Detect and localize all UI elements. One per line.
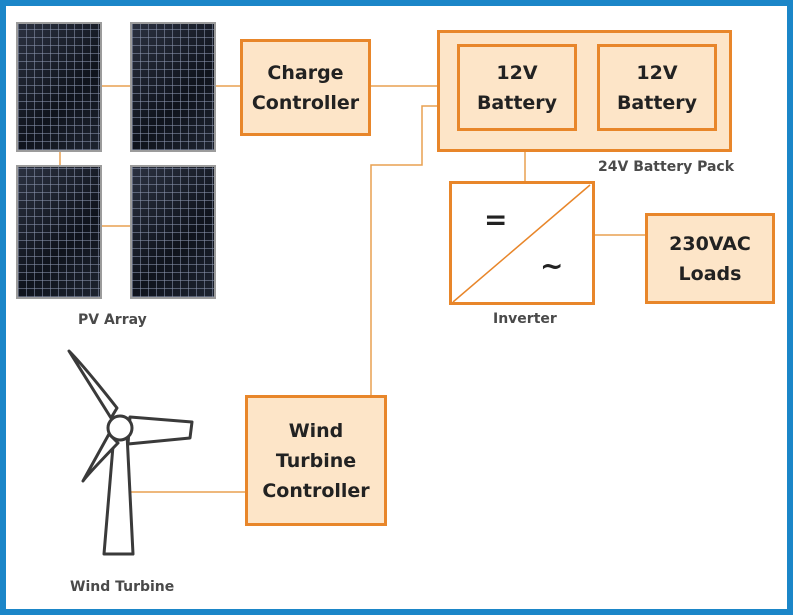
wind-controller-line2: Turbine xyxy=(275,449,357,472)
wind-controller-line1: Wind xyxy=(288,419,344,442)
battery-2-box: 12V Battery xyxy=(597,44,717,131)
charge-controller-box: Charge Controller xyxy=(240,39,371,136)
battery-2-line1: 12V xyxy=(636,61,678,84)
solar-panel-icon xyxy=(130,165,216,299)
battery-1-line2: Battery xyxy=(476,91,558,114)
wind-controller-box: Wind Turbine Controller xyxy=(245,395,387,526)
solar-panel-icon xyxy=(16,22,102,152)
solar-panel-icon xyxy=(16,165,102,299)
loads-line1: 230VAC xyxy=(669,232,751,255)
battery-1-line1: 12V xyxy=(496,61,538,84)
charge-controller-line2: Controller xyxy=(251,91,360,114)
wind-to-battery-wire xyxy=(370,105,460,397)
wind-turbine-label: Wind Turbine xyxy=(70,579,175,595)
battery-1-box: 12V Battery xyxy=(457,44,577,131)
inverter-ac-symbol: ~ xyxy=(540,249,564,282)
inverter-label: Inverter xyxy=(493,311,557,327)
inverter-dc-symbol: = xyxy=(484,203,508,236)
inverter-diagonal xyxy=(452,184,591,303)
wind-turbine-icon xyxy=(67,349,194,556)
wind-controller-line3: Controller xyxy=(262,479,370,502)
wiring xyxy=(59,85,646,556)
solar-panel-icon xyxy=(130,22,216,152)
battery-2-line2: Battery xyxy=(616,91,698,114)
inverter-box xyxy=(449,181,595,305)
loads-box: 230VAC Loads xyxy=(645,213,775,304)
loads-line2: Loads xyxy=(678,262,742,285)
charge-controller-line1: Charge xyxy=(267,61,344,84)
pv-array-label: PV Array xyxy=(78,312,147,328)
battery-pack-label: 24V Battery Pack xyxy=(598,159,735,175)
